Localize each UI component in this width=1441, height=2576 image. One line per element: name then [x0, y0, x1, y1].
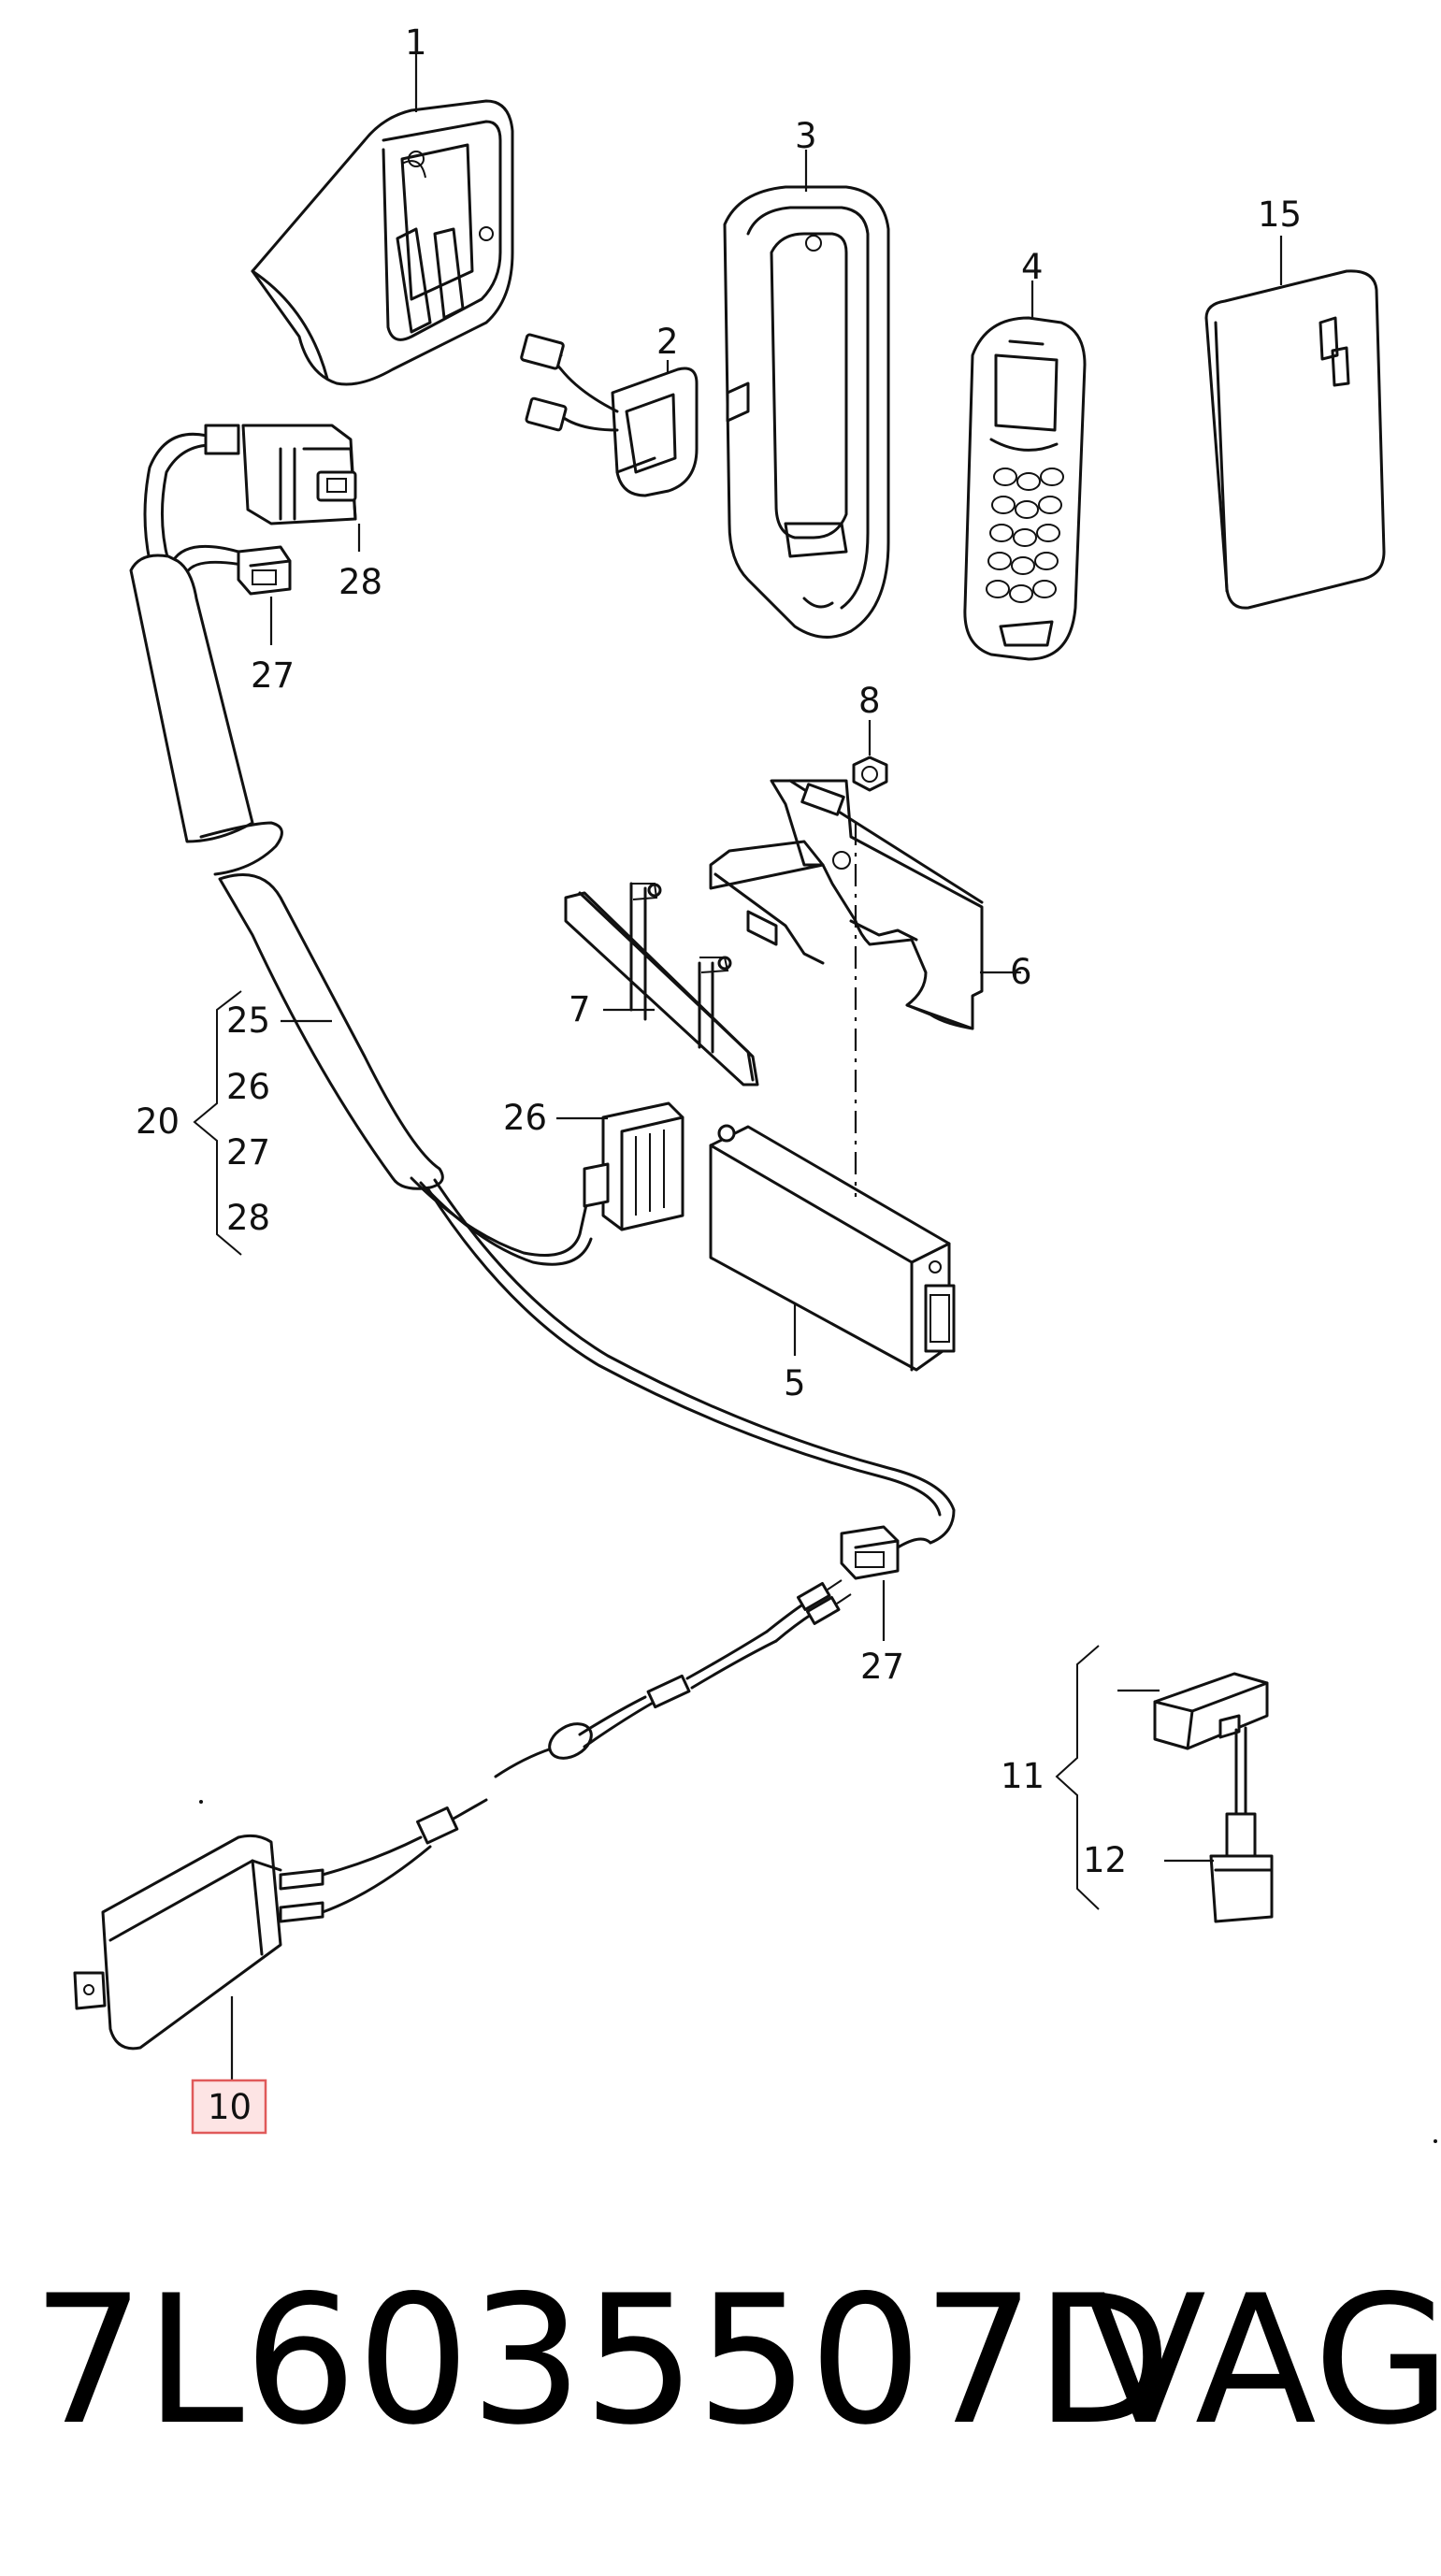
label-part-10: 10	[208, 2087, 252, 2127]
label-part-26-mid: 26	[503, 1098, 547, 1138]
part-10-antenna-module	[73, 1579, 852, 2051]
part-2-adapter	[520, 333, 699, 497]
brace-group-20	[193, 990, 242, 1256]
label-part-5: 5	[784, 1363, 806, 1403]
label-part-15: 15	[1258, 194, 1302, 235]
label-group-11: 11	[1001, 1756, 1045, 1796]
part-10-highlight	[191, 2079, 267, 2135]
cable-harness	[129, 432, 956, 1545]
label-part-3: 3	[795, 116, 817, 156]
connector-26-mid	[583, 1101, 684, 1231]
label-part-1: 1	[405, 22, 427, 63]
brace-group-11	[1055, 1645, 1100, 1910]
label-part-2: 2	[656, 322, 679, 362]
label-group-20: 20	[136, 1101, 180, 1142]
part-1-mounting-bracket	[251, 99, 514, 386]
part-12-plug	[1209, 1812, 1274, 1923]
part-4-mobile-phone	[963, 316, 1087, 661]
label-part-27-bottom: 27	[860, 1647, 904, 1687]
label-part-8: 8	[858, 681, 881, 721]
part-8-nut	[852, 756, 888, 792]
part-6-bracket	[709, 779, 984, 1030]
brand-name: VAG	[1085, 2257, 1441, 2464]
label-part-12: 12	[1083, 1840, 1127, 1880]
connector-28-top	[204, 424, 357, 525]
label-group-27: 27	[226, 1132, 270, 1173]
part-3-phone-cradle	[723, 185, 890, 639]
label-part-28-top: 28	[339, 562, 382, 602]
label-part-7: 7	[569, 989, 591, 1029]
part-7-rail	[564, 882, 759, 1087]
part-15-card	[1204, 269, 1386, 610]
label-part-4: 4	[1021, 247, 1044, 287]
label-part-6: 6	[1010, 952, 1032, 992]
label-part-27-top: 27	[251, 655, 295, 696]
part-number: 7L6035507D	[32, 2257, 1173, 2464]
label-group-26: 26	[226, 1067, 270, 1107]
connector-27-bottom	[840, 1525, 932, 1580]
label-group-28: 28	[226, 1198, 270, 1238]
connector-27-top	[237, 545, 292, 596]
part-11-sensor	[1153, 1672, 1269, 1820]
label-group-25: 25	[226, 1000, 270, 1041]
part-5-control-module	[709, 1124, 956, 1372]
